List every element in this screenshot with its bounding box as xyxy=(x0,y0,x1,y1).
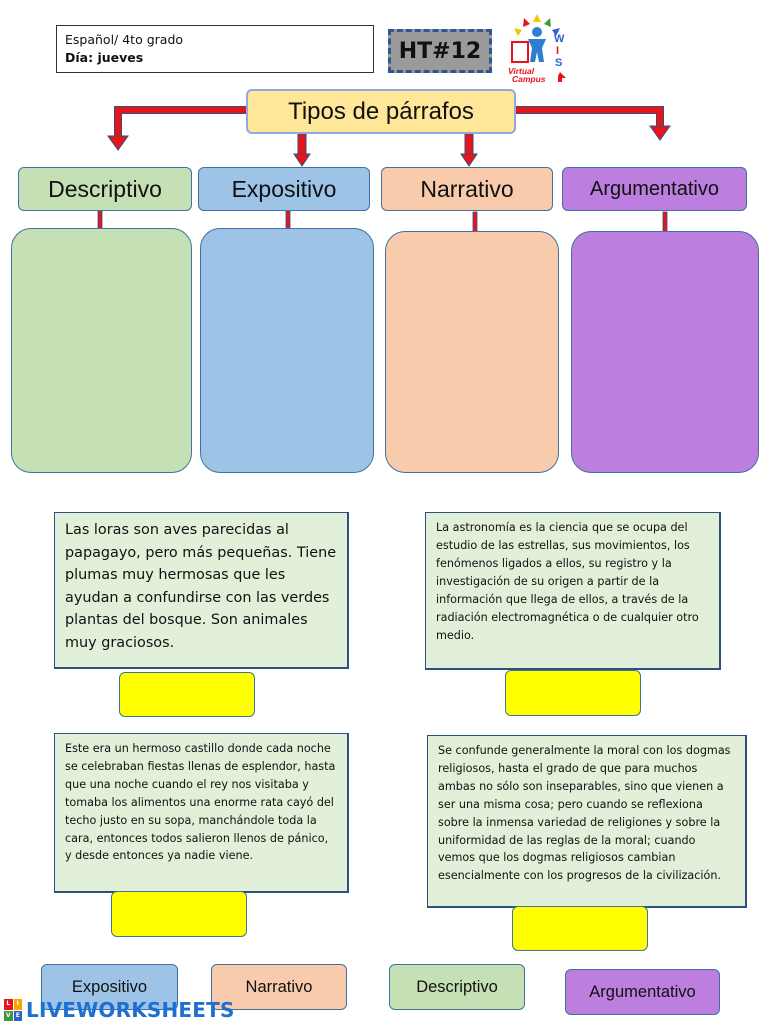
logo-tile-l: L xyxy=(4,999,13,1010)
drop-panel-expositivo[interactable] xyxy=(200,228,374,473)
logo-tile-v: V xyxy=(4,1010,13,1021)
logo-book-icon xyxy=(511,41,529,63)
paragraph-box-3: Este era un hermoso castillo donde cada … xyxy=(54,733,349,893)
arrow-title-to-argumentativo xyxy=(516,106,671,141)
category-expositivo: Expositivo xyxy=(198,167,370,211)
answer-slot-1[interactable] xyxy=(119,672,255,717)
logo-figure-head xyxy=(532,27,542,37)
paragraph-box-2: La astronomía es la ciencia que se ocupa… xyxy=(425,512,721,670)
logo-letter-s: S xyxy=(555,57,562,69)
paragraph-text-2: La astronomía es la ciencia que se ocupa… xyxy=(436,521,699,642)
answer-slot-2[interactable] xyxy=(505,670,641,716)
logo-cursor-icon xyxy=(558,72,566,82)
drop-panel-narrativo[interactable] xyxy=(385,231,559,473)
header-info-box: Español/ 4to grado Día: jueves xyxy=(56,25,374,73)
category-narrativo: Narrativo xyxy=(381,167,553,211)
liveworksheets-brand: LIVEWORKSHEETS xyxy=(26,998,235,1022)
logo-letter-i: I xyxy=(556,45,559,57)
paragraph-text-3: Este era un hermoso castillo donde cada … xyxy=(65,742,336,863)
option-expositivo[interactable]: Expositivo xyxy=(41,964,178,1010)
option-argumentativo[interactable]: Argumentativo xyxy=(565,969,720,1015)
logo-sun-rays-icon xyxy=(514,14,560,36)
option-descriptivo[interactable]: Descriptivo xyxy=(389,964,525,1010)
logo-tile-i: I xyxy=(13,999,22,1010)
connector-arrows xyxy=(93,106,672,242)
option-narrativo[interactable]: Narrativo xyxy=(211,964,347,1010)
subject-label: Español/ 4to grado xyxy=(65,32,184,47)
answer-slot-3[interactable] xyxy=(111,891,247,937)
paragraph-box-1: Las loras son aves parecidas al papagayo… xyxy=(54,512,349,669)
liveworksheets-footer: L I V E LIVEWORKSHEETS xyxy=(4,996,235,1024)
arrow-title-to-descriptivo xyxy=(107,106,246,151)
logo-letter-w: W xyxy=(554,33,565,45)
liveworksheets-logo-icon: L I V E xyxy=(4,999,22,1021)
drop-panel-descriptivo[interactable] xyxy=(11,228,192,473)
logo-text-virtual: Virtual xyxy=(508,66,535,76)
main-title: Tipos de párrafos xyxy=(246,89,516,134)
arrow-title-to-narrativo xyxy=(460,133,478,167)
virtual-campus-logo: W I S Virtual Campus xyxy=(508,14,566,84)
arrow-title-to-expositivo xyxy=(293,133,311,167)
worksheet-id-badge: HT#12 xyxy=(388,29,492,73)
day-label: Día: jueves xyxy=(65,50,144,65)
paragraph-box-4: Se confunde generalmente la moral con lo… xyxy=(427,735,747,908)
category-argumentativo: Argumentativo xyxy=(562,167,747,211)
answer-slot-4[interactable] xyxy=(512,906,648,951)
drop-panel-argumentativo[interactable] xyxy=(571,231,759,473)
logo-figure-body xyxy=(528,39,546,62)
category-descriptivo: Descriptivo xyxy=(18,167,192,211)
logo-text-campus: Campus xyxy=(512,74,546,84)
paragraph-text-4: Se confunde generalmente la moral con lo… xyxy=(438,744,731,883)
logo-tile-e: E xyxy=(13,1010,22,1021)
paragraph-text-1: Las loras son aves parecidas al papagayo… xyxy=(65,522,337,651)
